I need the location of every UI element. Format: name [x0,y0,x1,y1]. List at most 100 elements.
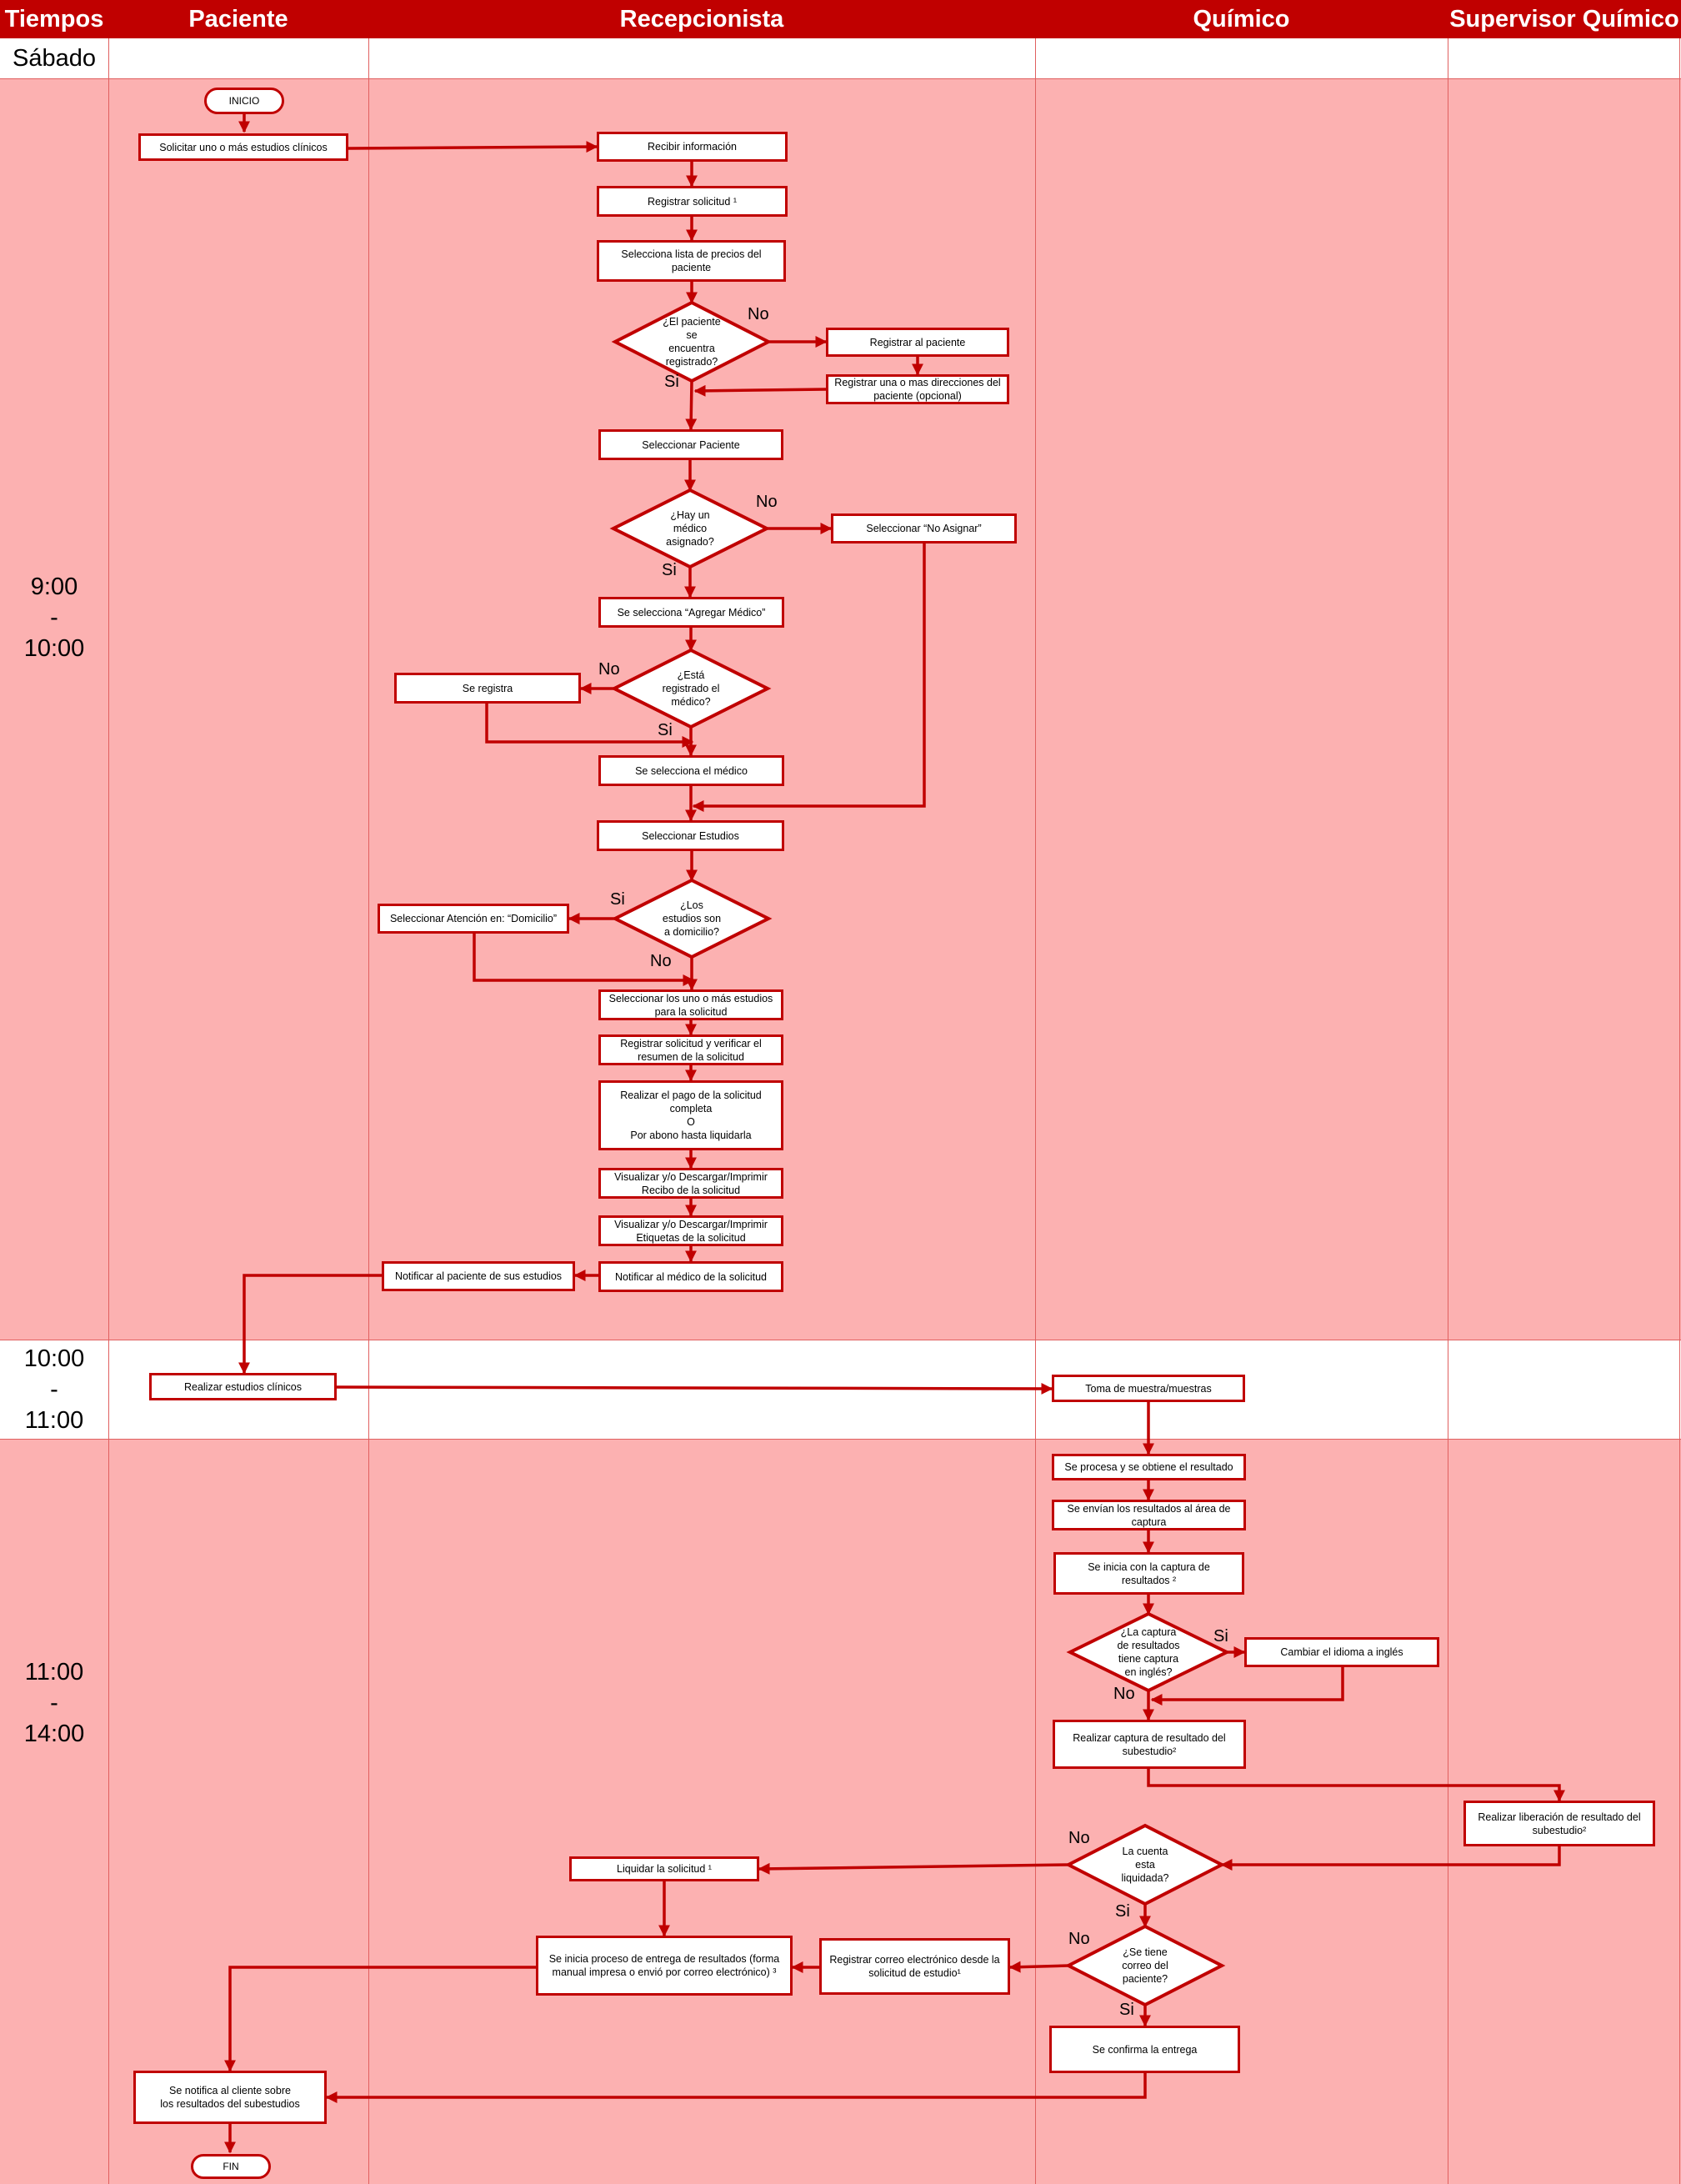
edge-label-si: Si [662,561,677,579]
node-procesa: Se procesa y se obtiene el resultado [1052,1454,1246,1480]
node-envian: Se envían los resultados al área de capt… [1052,1500,1246,1530]
edge-label-si: Si [658,721,673,739]
time-from: 9:00 [30,574,78,600]
node-registrar-correo: Registrar correo electrónico desde la so… [819,1938,1010,1995]
time-to: 14:00 [23,1721,85,1747]
band-9-10 [0,78,1681,1340]
header-tiempos: Tiempos [4,5,104,33]
lane-divider [1679,38,1680,2184]
node-registrar-solicitud: Registrar solicitud ¹ [597,186,788,217]
node-direcciones: Registrar una o mas direcciones del paci… [826,374,1009,404]
decision-captura-ingles-label: ¿La captura de resultados tiene captura … [1117,1626,1180,1678]
edge-entrega-notifica [224,1966,536,2072]
node-cambiar-idioma: Cambiar el idioma a inglés [1244,1637,1439,1667]
time-slot-3: 11:00 - 14:00 [0,1657,108,1750]
edge-label-no: No [598,660,620,679]
node-realizar-estudios: Realizar estudios clínicos [149,1373,337,1400]
decision-estudios-domicilio-label: ¿Los estudios son a domicilio? [662,899,722,938]
header-supervisor: Supervisor Químico [1449,5,1679,33]
decision-cuenta-liquidada-label: La cuenta esta liquidada? [1121,1846,1169,1884]
node-seleccionar-paciente: Seleccionar Paciente [598,429,783,460]
edge-solicitar-recibir [348,141,598,153]
node-lista-precios: Selecciona lista de precios del paciente [597,240,786,282]
node-fin: FIN [191,2154,271,2179]
band-11-14 [0,1439,1681,2184]
node-notifica-cliente: Se notifica al cliente sobre los resulta… [133,2071,327,2124]
time-sep: - [50,1376,58,1403]
edge-no-asignar-down [692,543,926,812]
edge-se-registra-back [485,704,694,748]
node-entrega: Se inicia proceso de entrega de resultad… [536,1936,793,1996]
lane-divider [368,38,369,2184]
edge-label-si: Si [1213,1627,1228,1646]
node-liquidar: Liquidar la solicitud ¹ [569,1856,759,1881]
node-inicia-captura: Se inicia con la captura de resultados ² [1053,1552,1244,1595]
edge-decision-seleccionar-paciente [685,380,698,431]
edge-label-no: No [1113,1685,1135,1703]
time-sep: - [50,1690,58,1716]
node-notificar-paciente: Notificar al paciente de sus estudios [382,1261,575,1291]
node-no-asignar: Seleccionar “No Asignar” [831,513,1017,543]
row-divider [0,1439,1681,1440]
node-etiquetas: Visualizar y/o Descargar/Imprimir Etique… [598,1215,783,1246]
node-confirma: Se confirma la entrega [1049,2026,1240,2073]
edge-cuenta-liquidar [758,1862,1069,1875]
node-seleccionar-estudios: Seleccionar Estudios [597,820,784,851]
node-toma-muestra: Toma de muestra/muestras [1052,1375,1245,1402]
node-uno-o-mas: Seleccionar los uno o más estudios para … [598,989,783,1020]
edge-confirma-notifica [325,2073,1147,2103]
edge-label-si: Si [664,373,679,391]
time-sep: - [50,604,58,631]
edge-label-si: Si [1115,1902,1130,1921]
header-band [0,0,1681,38]
header-recepcionista: Recepcionista [619,5,784,33]
edge-label-no: No [756,493,778,511]
time-to: 10:00 [23,635,85,662]
edge-liberacion-cuenta [1220,1846,1561,1871]
node-verificar-resumen: Registrar solicitud y verificar el resum… [598,1034,783,1065]
edge-domicilio-back [473,934,695,986]
edge-label-si: Si [1119,2001,1134,2019]
edge-notificar-paciente-estudios [238,1274,382,1375]
edge-estudios-toma [336,1382,1053,1395]
time-from: 10:00 [23,1345,85,1372]
edge-label-si: Si [610,890,625,909]
decision-medico-asignado-label: ¿Hay un médico asignado? [666,509,714,548]
node-solicitar: Solicitar uno o más estudios clínicos [138,133,348,161]
node-registrar-paciente: Registrar al paciente [826,328,1009,357]
node-inicio: INICIO [204,88,284,114]
node-liberacion: Realizar liberación de resultado del sub… [1463,1801,1655,1846]
node-recibo: Visualizar y/o Descargar/Imprimir Recibo… [598,1168,783,1199]
edge-label-no: No [650,952,672,970]
node-selecciona-medico: Se selecciona el médico [598,755,784,786]
edge-label-no: No [1068,1930,1090,1948]
node-pago: Realizar el pago de la solicitud complet… [598,1080,783,1150]
edge-correo-registrar [1008,1961,1069,1973]
decision-correo-label: ¿Se tiene correo del paciente? [1122,1946,1168,1985]
time-slot-1: 9:00 - 10:00 [0,572,108,664]
edge-captura-liberacion [1147,1769,1565,1802]
time-to: 11:00 [24,1407,84,1434]
node-realizar-captura: Realizar captura de resultado del subest… [1053,1720,1246,1769]
edge-direcciones-back [693,384,827,397]
edge-label-no: No [748,305,769,323]
edge-label-no: No [1068,1829,1090,1847]
node-atencion-domicilio: Seleccionar Atención en: “Domicilio” [378,904,569,934]
header-paciente: Paciente [188,5,288,33]
day-label: Sábado [13,44,96,72]
header-quimico: Químico [1193,5,1290,33]
decision-medico-registrado-label: ¿Está registrado el médico? [662,669,720,708]
time-slot-2: 10:00 - 11:00 [0,1344,108,1436]
node-notificar-medico: Notificar al médico de la solicitud [598,1261,783,1292]
edge-cambiar-back [1150,1667,1344,1706]
node-recibir: Recibir información [597,132,788,162]
lane-divider [108,38,109,2184]
node-se-registra: Se registra [394,673,581,704]
time-from: 11:00 [24,1659,84,1686]
lane-divider [1035,38,1036,2184]
decision-paciente-registrado-label: ¿El paciente se encuentra registrado? [663,316,721,368]
row-divider [0,78,1681,79]
node-agregar-medico: Se selecciona “Agregar Médico” [598,597,784,628]
